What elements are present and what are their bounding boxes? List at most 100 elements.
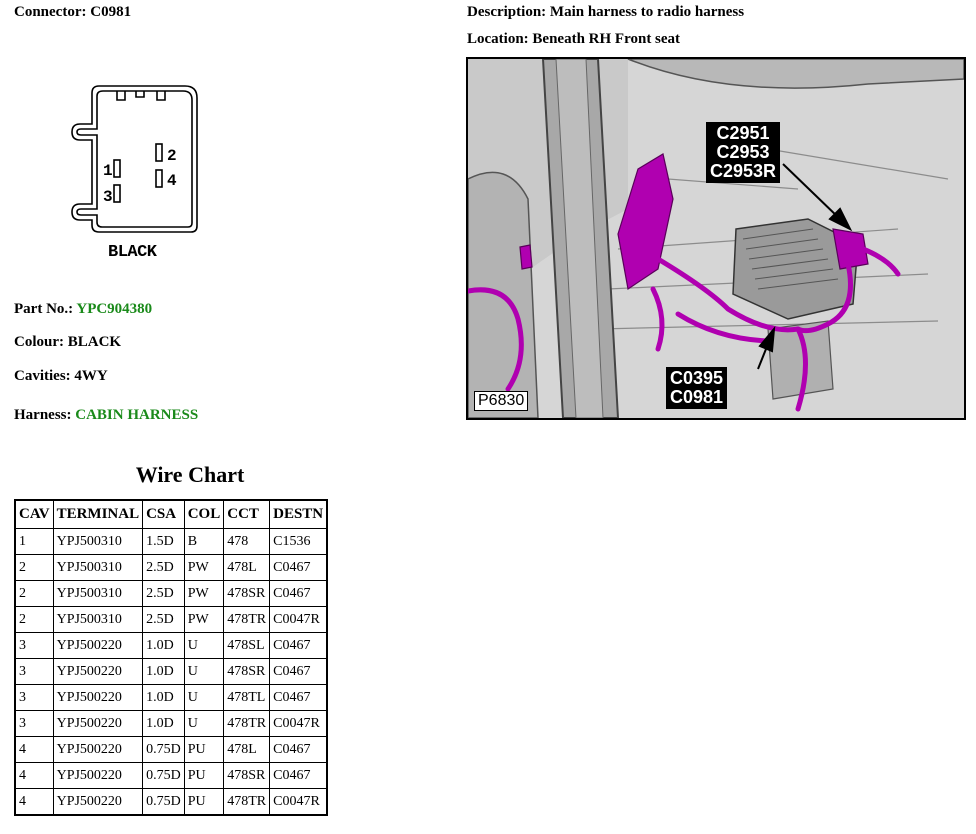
cavities-field: Cavities: 4WY: [14, 368, 108, 385]
connector-label: Connector:: [14, 4, 87, 20]
cell-destn: C0467: [269, 684, 328, 711]
cell-destn: C0467: [269, 658, 328, 685]
callout-top-line-1: C2951: [716, 123, 770, 143]
callout-bottom-line-1: C0395: [670, 368, 724, 388]
cavities-label: Cavities:: [14, 368, 71, 384]
part-number-field: Part No.: YPC904380: [14, 301, 152, 318]
cell-terminal: YPJ500220: [52, 684, 144, 711]
cell-col: B: [183, 528, 225, 555]
cell-cav: 3: [14, 710, 54, 737]
cell-terminal: YPJ500310: [52, 580, 144, 607]
cell-csa: 0.75D: [142, 762, 185, 789]
colour-label: Colour:: [14, 334, 64, 350]
callout-top-line-2: C2953: [716, 142, 770, 162]
harness-label: Harness:: [14, 407, 72, 423]
callout-bottom: C0395 C0981: [666, 367, 728, 409]
header-destn: DESTN: [269, 499, 328, 529]
cell-terminal: YPJ500220: [52, 736, 144, 763]
cell-destn: C0467: [269, 554, 328, 581]
pin-label-2: 2: [167, 147, 177, 165]
cell-col: U: [183, 632, 225, 659]
cell-col: PW: [183, 580, 225, 607]
cell-cav: 1: [14, 528, 54, 555]
cell-col: U: [183, 658, 225, 685]
cell-col: U: [183, 710, 225, 737]
cell-cct: 478L: [223, 554, 271, 581]
figure-reference: P6830: [474, 391, 529, 411]
header-col: COL: [183, 499, 225, 529]
part-number-label: Part No.:: [14, 301, 74, 317]
cell-cct: 478TR: [223, 606, 271, 633]
colour-value: BLACK: [67, 334, 122, 350]
harness-field: Harness: CABIN HARNESS: [14, 407, 198, 424]
cell-col: PU: [183, 736, 225, 763]
cell-cav: 3: [14, 658, 54, 685]
cell-cav: 3: [14, 632, 54, 659]
header-csa: CSA: [142, 499, 185, 529]
connector-field: Connector: C0981: [14, 4, 131, 21]
pin-label-4: 4: [167, 172, 177, 190]
cell-cct: 478: [223, 528, 271, 555]
cell-csa: 1.0D: [142, 684, 185, 711]
cell-cct: 478TR: [223, 788, 271, 816]
cell-col: PU: [183, 788, 225, 816]
header-cav: CAV: [14, 499, 54, 529]
cell-col: U: [183, 684, 225, 711]
cell-destn: C0047R: [269, 710, 328, 737]
cell-cct: 478SL: [223, 632, 271, 659]
cell-destn: C0047R: [269, 788, 328, 816]
cell-col: PW: [183, 554, 225, 581]
cell-destn: C0467: [269, 736, 328, 763]
harness-link[interactable]: CABIN HARNESS: [75, 407, 199, 423]
location-label: Location:: [467, 31, 529, 47]
callout-top-line-3: C2953R: [710, 161, 777, 181]
cell-destn: C0467: [269, 580, 328, 607]
pin-label-1: 1: [103, 162, 113, 180]
part-number-link[interactable]: YPC904380: [76, 301, 153, 317]
location-value: Beneath RH Front seat: [532, 31, 681, 47]
pin-label-3: 3: [103, 188, 113, 206]
cell-terminal: YPJ500310: [52, 554, 144, 581]
cell-cct: 478L: [223, 736, 271, 763]
cell-col: PW: [183, 606, 225, 633]
cell-cct: 478SR: [223, 658, 271, 685]
cell-terminal: YPJ500220: [52, 762, 144, 789]
cell-csa: 1.0D: [142, 658, 185, 685]
cell-destn: C0047R: [269, 606, 328, 633]
cell-terminal: YPJ500220: [52, 632, 144, 659]
cell-terminal: YPJ500220: [52, 788, 144, 816]
cell-csa: 2.5D: [142, 554, 185, 581]
cell-cav: 3: [14, 684, 54, 711]
cell-cct: 478TL: [223, 684, 271, 711]
description-label: Description:: [467, 4, 547, 20]
connector-colour-caption: BLACK: [108, 243, 157, 262]
cell-csa: 0.75D: [142, 736, 185, 763]
cell-cct: 478TR: [223, 710, 271, 737]
location-illustration: C2951 C2953 C2953R C0395 C0981 P6830: [466, 57, 966, 420]
cell-cav: 4: [14, 788, 54, 816]
connector-face-diagram: 1 2 3 4: [71, 85, 198, 233]
cell-cav: 2: [14, 606, 54, 633]
vehicle-floor-illustration: [468, 59, 964, 418]
cell-cav: 4: [14, 762, 54, 789]
cell-col: PU: [183, 762, 225, 789]
cell-cav: 4: [14, 736, 54, 763]
cell-cct: 478SR: [223, 762, 271, 789]
callout-bottom-line-2: C0981: [670, 387, 724, 407]
cell-csa: 1.5D: [142, 528, 185, 555]
cell-terminal: YPJ500310: [52, 606, 144, 633]
cell-cav: 2: [14, 580, 54, 607]
cell-terminal: YPJ500220: [52, 710, 144, 737]
wire-chart-title: Wire Chart: [135, 462, 245, 487]
cell-csa: 0.75D: [142, 788, 185, 816]
